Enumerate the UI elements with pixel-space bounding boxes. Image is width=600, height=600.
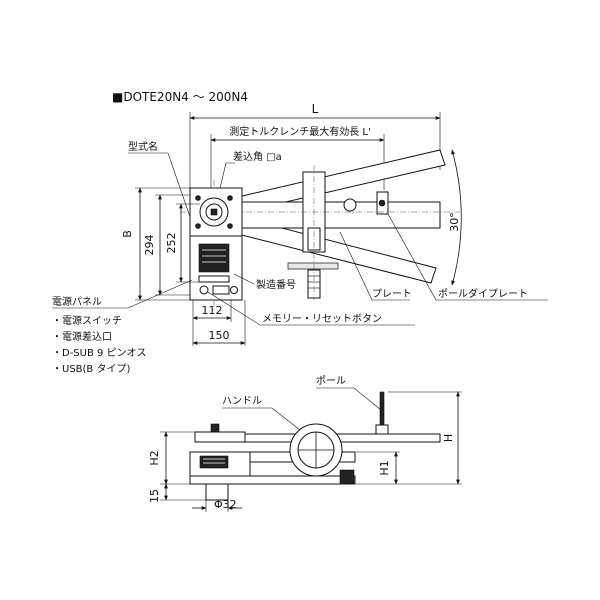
plate-label: プレート — [372, 288, 412, 300]
leader-memory-reset — [207, 291, 415, 326]
side-view: ポール ハンドル H H1 — [148, 375, 462, 512]
side-display-screen — [199, 455, 229, 469]
dim-label-phi32: Φ32 — [214, 498, 237, 511]
side-square-drive — [210, 423, 220, 433]
handle-label: ハンドル — [222, 396, 262, 407]
angle-label: 30° — [448, 212, 461, 232]
memory-reset-button — [199, 285, 209, 295]
power-connector — [212, 285, 230, 295]
dim-label-h1: H1 — [378, 460, 391, 475]
model-name-label: 型式名 — [128, 140, 158, 153]
leader-model-name — [128, 152, 199, 241]
pole-die-plate-label: ポールダイプレート — [438, 287, 528, 300]
button-row — [198, 275, 230, 283]
dim-label-252: 252 — [165, 233, 178, 254]
square-drive — [210, 208, 218, 216]
dim-label-15: 15 — [148, 489, 161, 503]
side-head-top — [194, 431, 246, 443]
side-base — [189, 475, 356, 485]
power-panel-item: ・電源スイッチ — [52, 314, 122, 327]
dim-label-h: H — [442, 434, 455, 442]
dim-label-h2: H2 — [148, 450, 161, 465]
power-panel-item: ・USB(B タイプ) — [52, 363, 130, 375]
pole — [379, 391, 385, 431]
dim-label-150: 150 — [209, 329, 230, 342]
leader-serial-no — [233, 273, 255, 285]
memory-reset-label: メモリー・リセットボタン — [262, 313, 382, 325]
mount-shaft — [205, 483, 229, 501]
power-panel-item: ・電源差込口 — [52, 330, 112, 343]
leader-plate — [339, 231, 410, 301]
power-panel-title: 電源パネル — [52, 295, 102, 308]
power-panel-item: ・D-SUB 9 ピンオス — [52, 347, 147, 359]
side-arm — [244, 433, 441, 443]
dim-label-294: 294 — [143, 235, 156, 256]
leader-pole — [316, 387, 382, 411]
power-panel-callout: 電源パネル ・電源スイッチ ・電源差込口 ・D-SUB 9 ピンオス ・USB(… — [52, 279, 193, 375]
pole-label: ポール — [316, 375, 346, 387]
straight-plate — [229, 201, 441, 229]
pole-die-circle — [343, 198, 357, 212]
leader-power-panel — [52, 279, 193, 309]
angle-arc — [451, 149, 462, 286]
top-view: L 測定トルクレンチ最大有効長 L' 差込角 □a 型式名 — [121, 102, 548, 346]
handle-wheel-top — [287, 262, 339, 270]
serial-no-label: 製造番号 — [256, 278, 296, 291]
side-base-foot — [339, 469, 355, 485]
display-screen — [198, 243, 230, 273]
sq-drive-label: 差込角 □a — [233, 150, 282, 163]
leader-handle — [222, 407, 301, 431]
dim-label-lprime: 測定トルクレンチ最大有効長 L' — [229, 125, 371, 138]
model-range-title: ■DOTE20N4 ～ 200N4 — [112, 90, 248, 104]
dim-label-b: B — [121, 230, 134, 238]
dim-label-l: L — [312, 102, 319, 116]
leader-pole-die-plate — [387, 213, 548, 301]
dim-label-112: 112 — [202, 304, 223, 317]
